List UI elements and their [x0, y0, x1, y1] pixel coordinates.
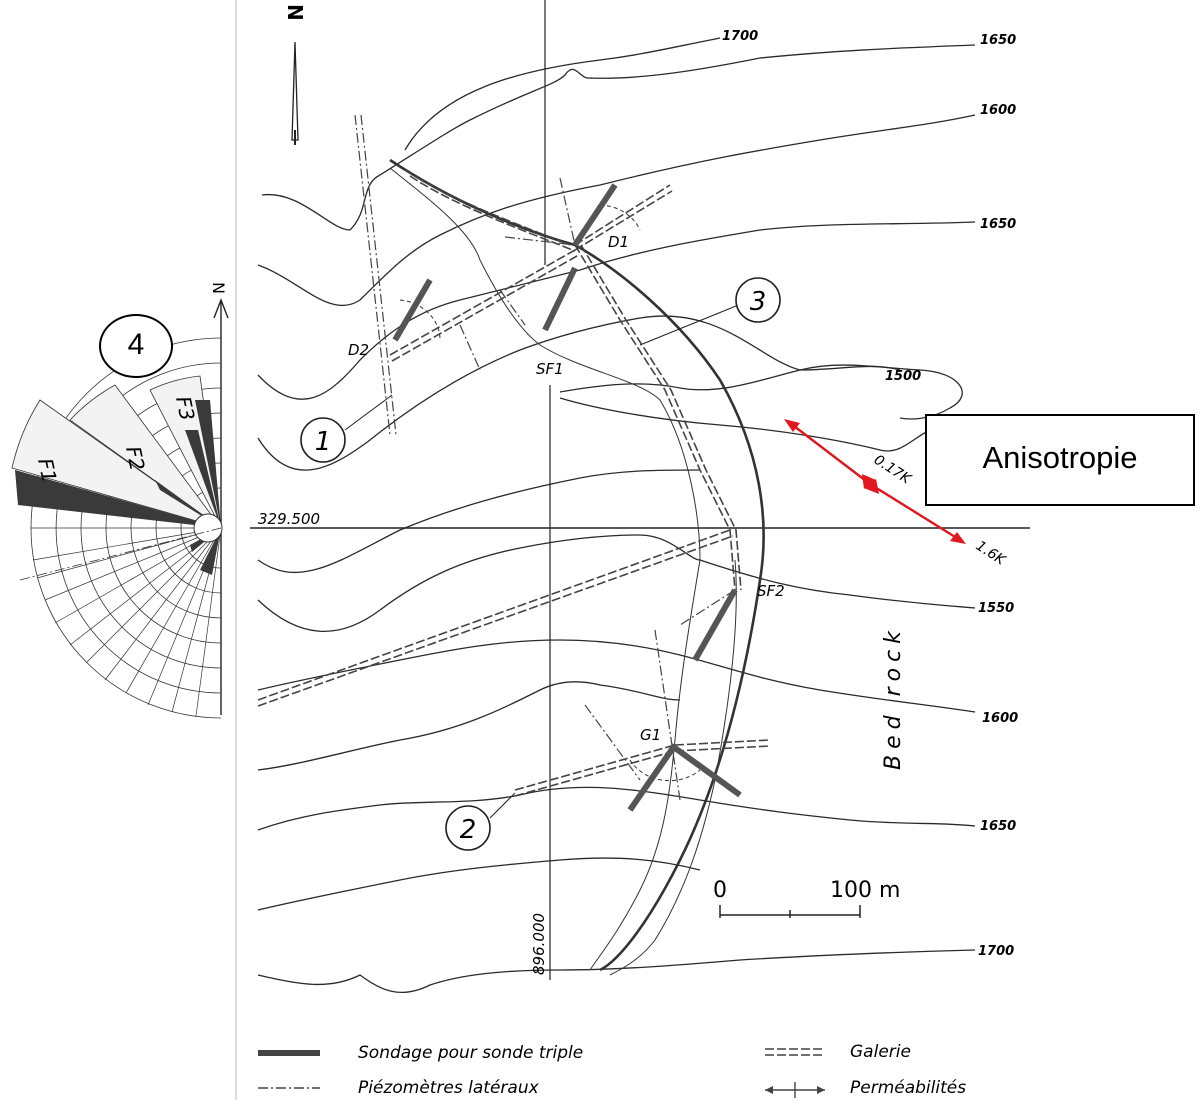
station-labels: D1 D2 SF1 SF2 G1 [348, 233, 785, 744]
contour-label-1650-north: 1650 [980, 33, 1016, 48]
legend-label-permeability: Perméabilités [850, 1078, 966, 1098]
galleries [257, 169, 771, 797]
coord-label-horizontal: 329.500 [258, 510, 320, 528]
piezometers [354, 114, 736, 801]
contour-label-1700-south: 1700 [978, 944, 1014, 959]
legend-label-gallery: Galerie [850, 1042, 911, 1062]
contour-label-1500: 1500 [885, 369, 921, 384]
contour-1650-north [261, 44, 976, 231]
legend-label-borehole: Sondage pour sonde triple [358, 1043, 583, 1063]
arrowhead-icon [864, 479, 879, 494]
contour-label-1700-north: 1700 [722, 29, 758, 44]
contour-1650-south-b [257, 786, 976, 831]
contour-label-1600-north: 1600 [980, 103, 1016, 118]
rose-north-label: N [209, 282, 228, 294]
rose-family-f1: F1 [33, 456, 62, 485]
rose-family-f3: F3 [171, 394, 200, 423]
station-sf2: SF2 [757, 582, 785, 600]
legend: Sondage pour sonde triple Piézomètres la… [258, 1042, 966, 1098]
station-d1: D1 [608, 233, 629, 251]
contour-1700-south-b [257, 949, 976, 994]
bedrock-label: Bed rock [881, 625, 906, 770]
contour-1650-mid [257, 221, 976, 400]
contour-1500-loop [559, 364, 963, 420]
station-d2: D2 [348, 341, 369, 359]
contour-1700-north [404, 37, 721, 151]
arrowhead-icon [784, 419, 800, 432]
boreholes [392, 183, 742, 812]
contour-1600-north [257, 114, 976, 307]
contour-label-1600-south: 1600 [982, 711, 1018, 726]
station-sf1: SF1 [536, 360, 564, 378]
marker-2: 2 [460, 815, 477, 845]
contour-lines [257, 37, 976, 994]
north-label: N [283, 4, 307, 21]
contour-1600-south-b [257, 639, 976, 713]
contour-label-1550: 1550 [978, 601, 1014, 616]
marker-3: 3 [750, 287, 767, 317]
contour-1600-south [257, 534, 701, 633]
contour-label-1650-south: 1650 [980, 819, 1016, 834]
contour-1700-south [257, 857, 701, 911]
scale-bar: 0 100 m [713, 878, 900, 918]
marker-4: 4 [99, 314, 173, 378]
legend-label-piezometer: Piézomètres latéraux [358, 1078, 540, 1098]
anisotropy-value-low: 0.17K [871, 452, 915, 488]
scale-distance: 100 m [830, 878, 900, 903]
fracture-rose-diagram: N [11, 282, 229, 719]
valley-lines [389, 158, 765, 976]
contour-1550-south [699, 559, 976, 609]
contour-1550-upper [559, 397, 931, 452]
marker-1: 1 [315, 427, 332, 457]
scale-zero: 0 [713, 878, 727, 903]
north-arrow-icon: N [283, 4, 307, 145]
station-g1: G1 [640, 726, 661, 744]
anisotropy-callout-label: Anisotropie [982, 440, 1138, 475]
circled-markers: 1 2 3 [300, 277, 781, 851]
contour-labels: 1700 1650 1600 1650 1500 1550 1600 1650 … [722, 29, 1018, 959]
arrowhead-icon [950, 532, 966, 544]
contour-1650-south [257, 681, 681, 771]
rose-north-arrow-icon [213, 298, 229, 319]
coord-label-vertical: 896.000 [530, 913, 548, 975]
contour-label-1650-mid: 1650 [980, 217, 1016, 232]
legend-symbol-permeability [765, 1082, 825, 1098]
arrowhead-icon [862, 474, 876, 489]
rose-family-f2: F2 [121, 444, 150, 473]
contour-1500 [257, 315, 901, 471]
anisotropy-value-high: 1.6K [973, 538, 1010, 570]
anisotropy-callout: Anisotropie [925, 414, 1195, 506]
contour-1550 [257, 469, 701, 574]
